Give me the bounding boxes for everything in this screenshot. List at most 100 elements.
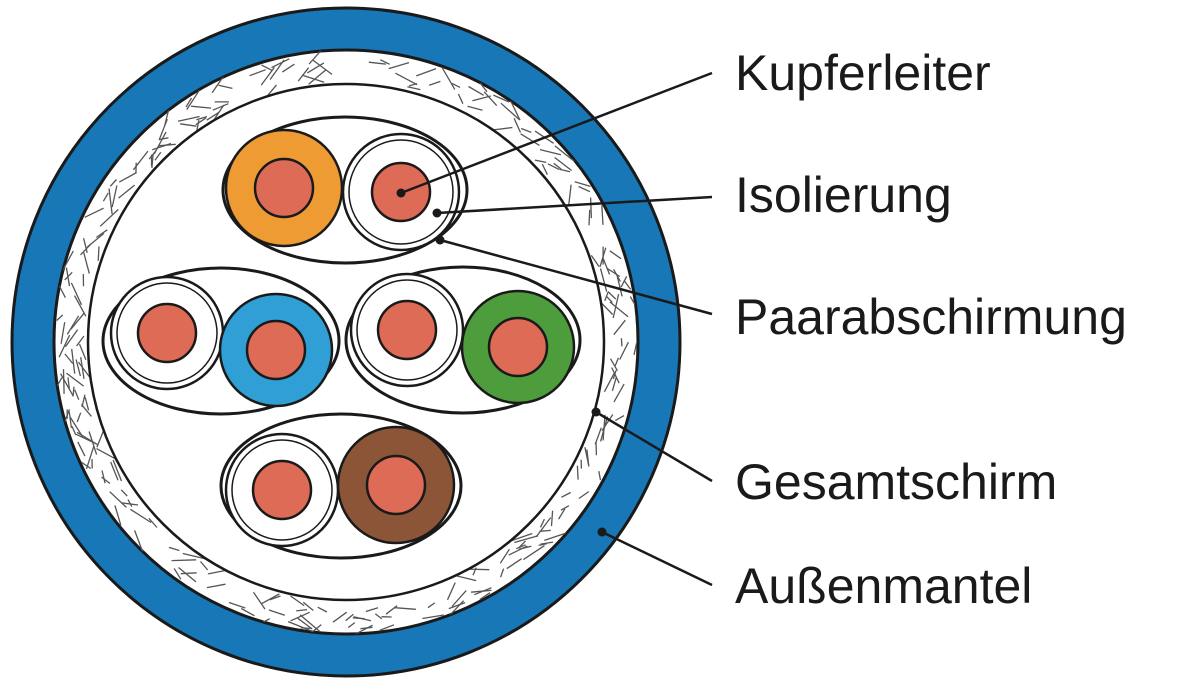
hatch-stroke [509,100,521,121]
hatch-stroke [151,142,172,151]
hatch-stroke [479,82,488,93]
hatch-stroke [297,617,313,630]
hatch-stroke [62,369,65,394]
hatch-stroke [607,291,617,300]
hatch-stroke [180,572,197,575]
hatch-stroke [196,115,208,121]
hatch-stroke [603,373,615,393]
hatch-stroke [379,624,395,631]
hatch-stroke [296,608,308,612]
hatch-stroke [468,85,485,96]
hatch-stroke [559,168,571,173]
hatch-stroke [68,411,73,428]
hatch-stroke [58,334,71,358]
hatch-stroke [609,358,618,372]
hatch-stroke [554,145,575,163]
hatch-stroke [416,67,437,77]
hatch-stroke [61,250,74,272]
copper-conductor [251,459,313,521]
hatch-stroke [148,517,158,528]
hatch-stroke [594,427,602,445]
hatch-stroke [611,377,617,391]
hatch-stroke [185,97,193,108]
hatch-stroke [80,403,92,417]
hatch-stroke [611,367,620,384]
hatch-stroke [539,518,545,528]
hatch-stroke [614,415,625,422]
hatch-stroke [422,614,445,620]
hatch-stroke [182,552,206,560]
hatch-stroke [168,546,180,552]
hatch-stroke [385,605,398,615]
hatch-stroke [118,171,137,183]
hatch-stroke [606,296,613,304]
label-insulation: Isolierung [735,167,952,223]
copper-conductor [253,157,315,219]
hatch-stroke [317,606,328,613]
hatch-stroke [102,192,109,202]
hatch-stroke [109,491,127,508]
hatch-stroke [441,67,456,90]
hatch-stroke [290,595,305,607]
hatch-stroke [195,117,207,126]
hatch-stroke [120,489,128,497]
hatch-stroke [613,319,626,336]
hatch-stroke [467,105,483,111]
hatch-stroke [64,353,74,364]
hatch-stroke [619,341,629,360]
hatch-stroke [269,595,281,601]
wire-white-inner-ring [231,439,333,541]
hatch-stroke [77,441,86,457]
label-pair-shield: Paarabschirmung [735,289,1127,345]
hatch-stroke [451,590,467,607]
hatch-stroke [428,80,441,86]
hatch-stroke [118,184,136,199]
hatch-stroke [302,74,325,83]
hatch-stroke [153,131,167,155]
hatch-stroke [132,150,149,171]
hatch-stroke [83,252,90,274]
hatch-stroke [560,505,570,511]
hatch-stroke [633,342,638,356]
hatch-stroke [74,389,80,400]
hatch-stroke [613,383,625,403]
hatch-stroke [520,127,532,134]
copper-conductor [376,299,438,361]
hatch-stroke [112,459,123,482]
hatch-stroke [133,530,144,554]
hatch-stroke [561,491,571,498]
hatch-stroke [395,72,418,86]
hatch-stroke [212,103,229,111]
hatch-stroke [75,359,82,377]
copper-conductor [487,316,549,378]
hatch-stroke [606,267,621,278]
hatch-stroke [523,545,545,561]
hatch-stroke [82,238,88,253]
hatch-stroke [76,412,82,423]
hatch-stroke [589,197,593,219]
hatch-stroke [578,491,590,500]
hatch-stroke [609,250,622,260]
hatch-stroke [567,184,572,207]
pair-blue [101,266,341,416]
wire-white-inner-ring [116,282,218,384]
leader-dot [432,208,442,218]
hatch-stroke [394,607,416,610]
hatch-stroke [500,102,520,120]
hatch-stroke [550,510,554,527]
hatch-stroke [499,548,510,564]
hatch-stroke [88,431,98,455]
leader-line-pair-shield [439,238,713,316]
hatch-stroke [173,568,182,580]
pair-brown [219,412,463,560]
hatch-stroke [472,95,491,102]
hatch-stroke [85,446,95,470]
pair-orange [221,115,469,265]
hatch-stroke [109,179,117,187]
leader-line-conductor [400,71,713,195]
leader-dot [396,188,406,198]
hatch-stroke [515,544,526,550]
hatch-stroke [178,566,197,583]
hatch-stroke [180,123,197,127]
hatch-stroke [541,163,548,175]
